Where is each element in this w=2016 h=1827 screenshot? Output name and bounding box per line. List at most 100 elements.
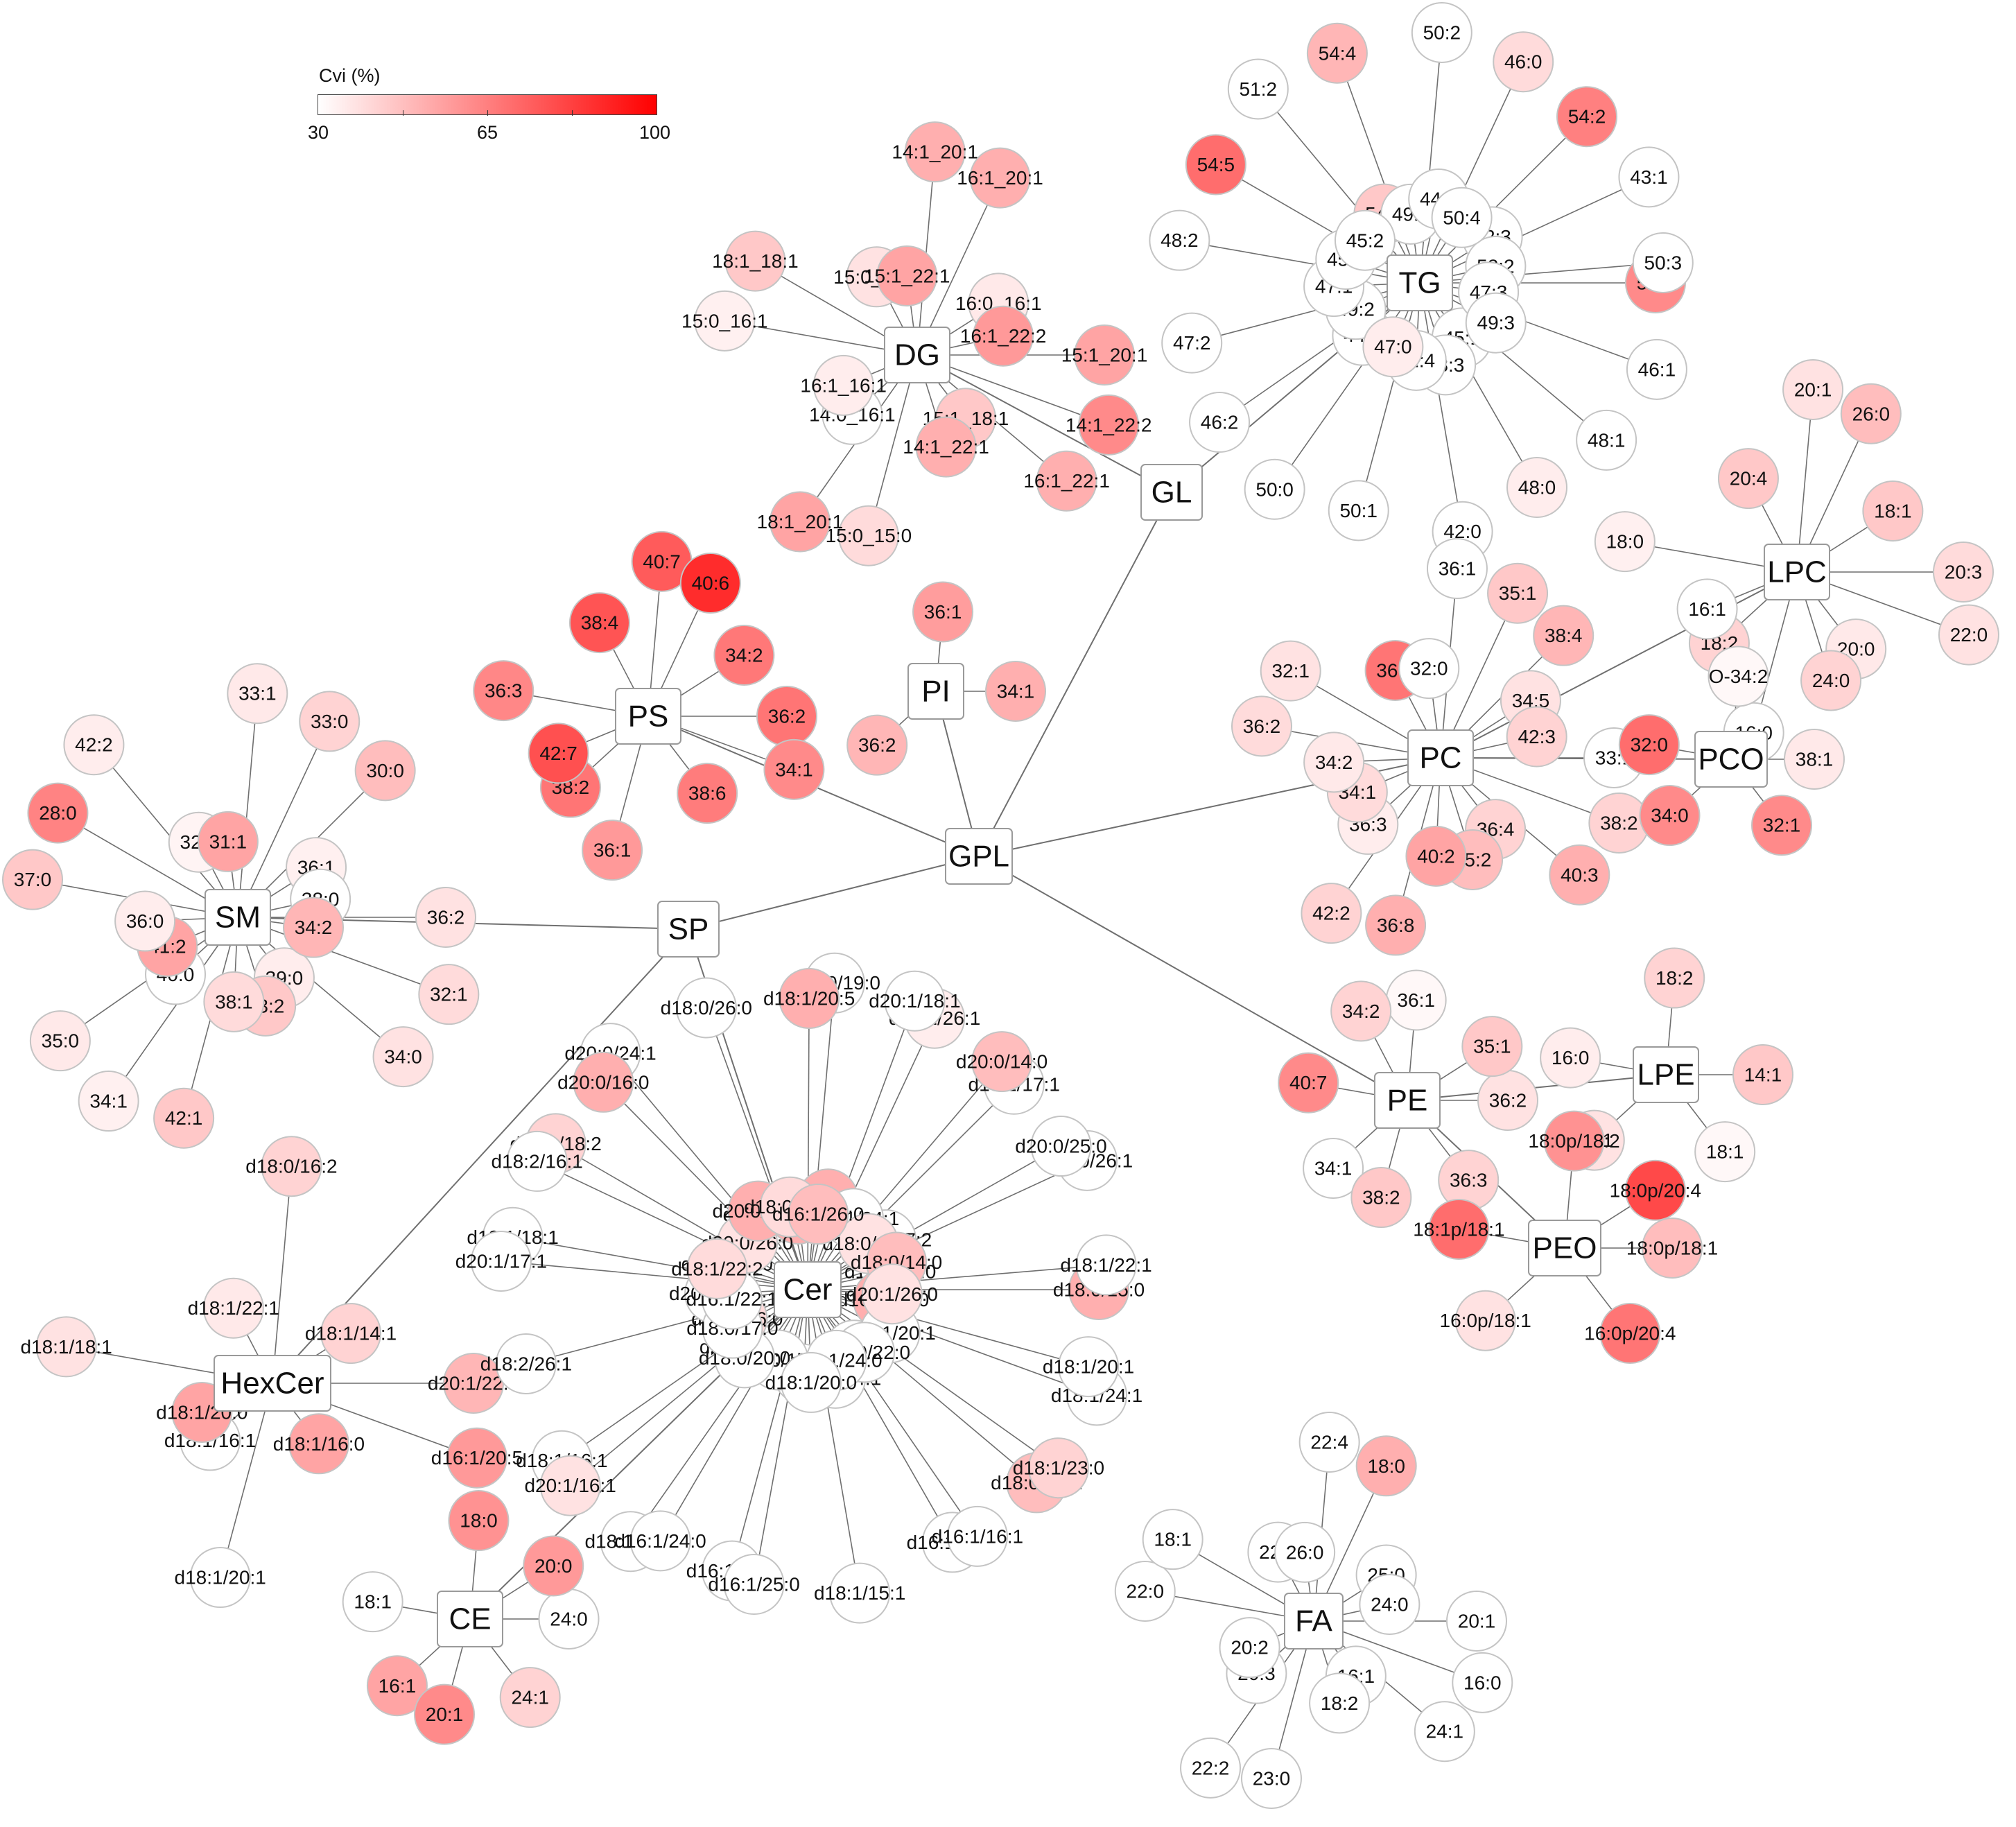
ps-species-circle [677, 763, 738, 824]
dg-species-label: 14:1_22:2 [1066, 414, 1152, 435]
tg-species-circle [1431, 187, 1493, 248]
sm-species-label: 37:0 [14, 869, 52, 890]
tg-species-node: 47:2 [1161, 312, 1223, 374]
lpe-species-circle [1540, 1027, 1601, 1089]
tg-species-label: 46:2 [1201, 412, 1239, 433]
dg-species-label: 15:1_22:1 [864, 265, 950, 286]
dg-species-circle [1036, 450, 1097, 512]
cer-species-node: d20:0/16:0 [557, 1051, 649, 1113]
ce-species-circle [523, 1535, 584, 1597]
hub-cer-box [774, 1261, 842, 1318]
pe-species-label: 38:2 [1362, 1187, 1400, 1209]
dg-species-node: 16:1_22:2 [960, 305, 1046, 367]
lpe-species-circle [1694, 1121, 1756, 1183]
peo-species-label: 18:1p/18:1 [1413, 1218, 1504, 1240]
hexcer-species-node: d18:1/18:1 [20, 1316, 112, 1378]
sm-species-circle [372, 1026, 434, 1088]
pc-species-node: 42:2 [1301, 883, 1362, 944]
pe-species-node: 36:1 [1385, 969, 1447, 1031]
peo-species-node: 16:0p/20:4 [1584, 1303, 1676, 1365]
tg-species-circle [1506, 457, 1568, 519]
sm-species-label: 42:1 [165, 1107, 203, 1129]
sm-species-label: 38:1 [215, 991, 253, 1012]
pco-species-label: 32:0 [1631, 734, 1669, 756]
hub-fa: FA [1284, 1593, 1344, 1650]
tg-species-circle [1334, 209, 1396, 271]
pco-species-label: 34:0 [1651, 805, 1689, 826]
pc-species-circle [1549, 844, 1610, 906]
sm-species-label: 36:2 [427, 907, 465, 928]
sm-species-circle [418, 964, 480, 1025]
dg-species-circle [915, 416, 977, 478]
hub-lpc-label: LPC [1767, 555, 1827, 589]
tg-species-label: 50:2 [1423, 22, 1461, 44]
pc-species-circle [1365, 894, 1427, 956]
cer-species-label: d18:1/20:0 [765, 1371, 857, 1393]
edge-gl-dg [916, 354, 1172, 493]
lpe-species-node: 16:0 [1540, 1027, 1601, 1089]
hub-sp: SP [657, 901, 720, 958]
lpe-species-node: 14:1 [1732, 1044, 1793, 1105]
peo-species-node: 18:1p/18:1 [1413, 1198, 1505, 1260]
dg-species-circle [973, 305, 1034, 367]
ps-species-circle [568, 592, 630, 654]
cer-species-circle [629, 1510, 691, 1572]
cer-species-circle [539, 1455, 601, 1516]
hexcer-species-circle [446, 1427, 507, 1489]
ps-species-label: 36:3 [485, 680, 523, 702]
dg-species-node: 16:1_16:1 [800, 354, 887, 416]
fa-species-circle [1180, 1737, 1242, 1799]
hexcer-species-label: d18:1/14:1 [305, 1323, 397, 1344]
cer-species-label: d18:2/16:1 [491, 1150, 582, 1172]
lpc-species-label: 20:4 [1730, 468, 1768, 490]
lpc-species-circle [1782, 359, 1844, 421]
edge-pc-lpc [1440, 571, 1798, 759]
pc-species-label: 42:3 [1518, 726, 1556, 747]
sm-species-node: 28:0 [27, 782, 89, 844]
ce-species-label: 24:0 [550, 1609, 588, 1630]
pc-species-label: 36:2 [1243, 716, 1281, 737]
cer-species-node: d18:2/16:1 [491, 1130, 583, 1192]
sm-species-node: 35:0 [29, 1010, 91, 1072]
ps-species-circle [679, 552, 741, 614]
sm-species-circle [27, 782, 89, 844]
sm-species-label: 42:2 [75, 734, 113, 756]
fa-species-label: 24:1 [1426, 1721, 1464, 1742]
ps-species-label: 34:2 [725, 644, 763, 666]
lpc-species-node: 20:4 [1717, 448, 1779, 510]
sm-species-node: 36:0 [114, 890, 176, 952]
sm-species-node: 33:0 [299, 691, 360, 752]
pe-species-circle [1303, 1137, 1364, 1199]
tg-species-circle [1556, 86, 1618, 148]
pc-species-circle [1533, 605, 1594, 666]
peo-species-circle [1624, 1159, 1686, 1221]
cer-species-label: d18:1/15:1 [814, 1582, 905, 1604]
cer-species-node: d20:1/26:0 [846, 1263, 938, 1325]
ce-species-node: 24:0 [538, 1588, 600, 1650]
hub-peo-box [1528, 1220, 1601, 1276]
sm-species-circle [29, 1010, 91, 1072]
lpc-species-circle [1800, 650, 1862, 711]
lpc-species-node: 18:1 [1862, 480, 1924, 542]
lpc-species-circle [1933, 542, 1994, 603]
pc-species-label: 40:2 [1417, 845, 1455, 867]
cer-species-label: d20:1/18:1 [869, 990, 960, 1012]
lpe-species-label: 18:1 [1706, 1141, 1744, 1163]
cer-species-label: d20:0/16:0 [557, 1071, 649, 1093]
dg-species-label: 15:0_15:0 [826, 525, 912, 546]
ps-species-node: 40:6 [679, 552, 741, 614]
lpc-species-circle [1840, 383, 1902, 444]
sm-species-circle [153, 1087, 215, 1149]
cer-species-label: d20:1/26:0 [846, 1283, 938, 1305]
lpe-species-circle [1732, 1044, 1793, 1105]
lpc-species-node: 22:0 [1938, 604, 1999, 666]
pco-species-label: O-34:2 [1709, 666, 1769, 687]
pco-species-circle [1784, 729, 1845, 790]
ps-species-circle [473, 660, 535, 722]
ps-species-circle [763, 738, 825, 800]
sm-species-node: 32:1 [418, 964, 480, 1025]
dg-species-circle [969, 147, 1031, 209]
cer-species-circle [780, 1351, 842, 1413]
hub-pc: PC [1407, 729, 1474, 786]
